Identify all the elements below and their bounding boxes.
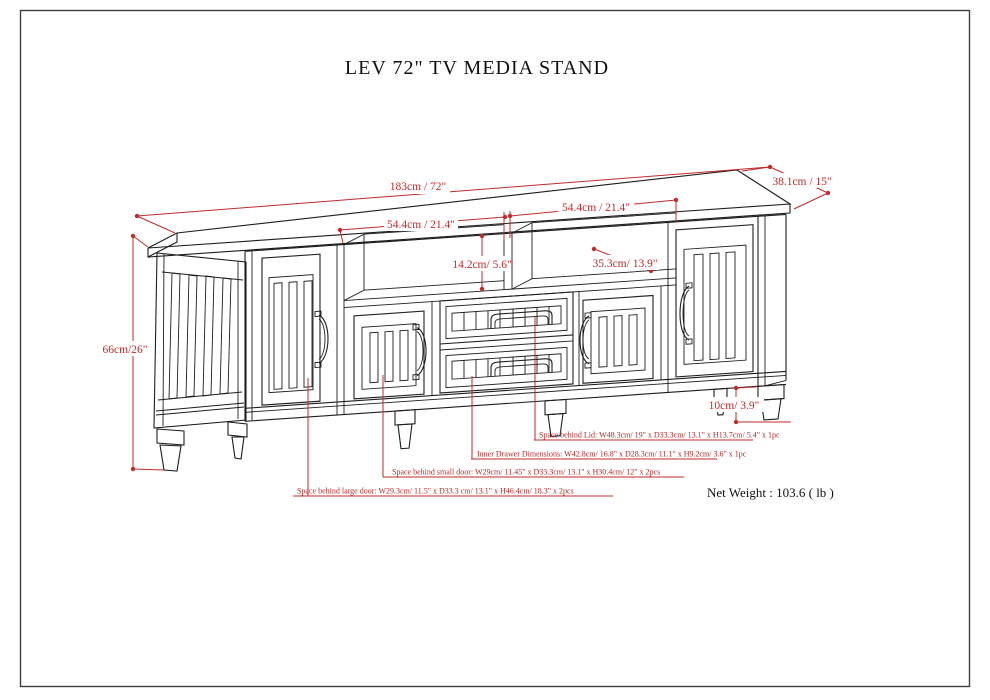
dim-leg-height: 10cm/ 3.9" bbox=[709, 400, 760, 412]
dim-shelf-opening-height: 14.2cm/ 5.6" bbox=[452, 259, 511, 271]
top-drawer-lid bbox=[445, 297, 568, 340]
right-small-door bbox=[579, 294, 654, 384]
right-large-door bbox=[675, 224, 754, 378]
dim-shelf-depth: 35.3cm/ 13.9" bbox=[592, 258, 657, 270]
open-shelf bbox=[343, 212, 676, 308]
bottom-drawer bbox=[445, 346, 568, 389]
page-border bbox=[19, 9, 971, 688]
door-handle bbox=[679, 282, 693, 345]
dim-overall-height: 66cm/26" bbox=[103, 344, 148, 356]
page-title: LEV 72" TV MEDIA STAND bbox=[345, 57, 609, 79]
dimension-lines bbox=[132, 166, 829, 496]
net-weight-label: Net Weight : 103.6 ( lb ) bbox=[707, 485, 834, 500]
dim-shelf-right-width: 54.4cm / 21.4" bbox=[562, 202, 630, 214]
side-slat bbox=[219, 277, 232, 395]
back-left-leg bbox=[156, 428, 185, 472]
note-space-behind-lid: Space behind Lid: W48.3cm/ 19" x D33.3cm… bbox=[539, 431, 780, 440]
left-side-panel bbox=[153, 252, 248, 472]
note-space-behind-large-door: Space behind large door: W29.3cm/ 11.5" … bbox=[297, 487, 574, 496]
front-left-leg bbox=[227, 421, 248, 460]
left-small-door bbox=[353, 310, 427, 400]
dim-overall-width: 183cm / 72" bbox=[390, 181, 446, 193]
dimension-endpoints bbox=[130, 164, 831, 472]
side-slat bbox=[185, 274, 198, 398]
door-handle bbox=[314, 310, 329, 369]
dim-overall-depth: 38.1cm / 15" bbox=[772, 176, 831, 188]
top-panel bbox=[147, 169, 792, 258]
dim-shelf-left-width: 54.4cm / 21.4" bbox=[387, 219, 455, 231]
left-large-door bbox=[261, 253, 329, 406]
door-handle bbox=[412, 323, 427, 381]
annotation-notes: Space behind Lid: W48.3cm/ 19" x D33.3cm… bbox=[293, 431, 780, 497]
side-slat bbox=[202, 275, 215, 397]
drawer-handle bbox=[490, 310, 553, 329]
center-right-leg bbox=[544, 398, 567, 438]
door-handle bbox=[579, 312, 592, 369]
front-right-leg bbox=[757, 383, 785, 421]
center-left-leg bbox=[394, 409, 416, 450]
label-masks bbox=[96, 173, 838, 412]
side-slat bbox=[168, 272, 181, 400]
drawer-stack bbox=[439, 291, 574, 394]
note-inner-drawer: Inner Drawer Dimensions: W42.8cm/ 16.8" … bbox=[477, 450, 747, 459]
note-space-behind-small-door: Space behind small door: W29cm/ 11.45" x… bbox=[392, 468, 660, 477]
front-face bbox=[244, 212, 787, 450]
drawer-handle bbox=[490, 358, 553, 377]
cabinet-drawing bbox=[147, 169, 792, 472]
